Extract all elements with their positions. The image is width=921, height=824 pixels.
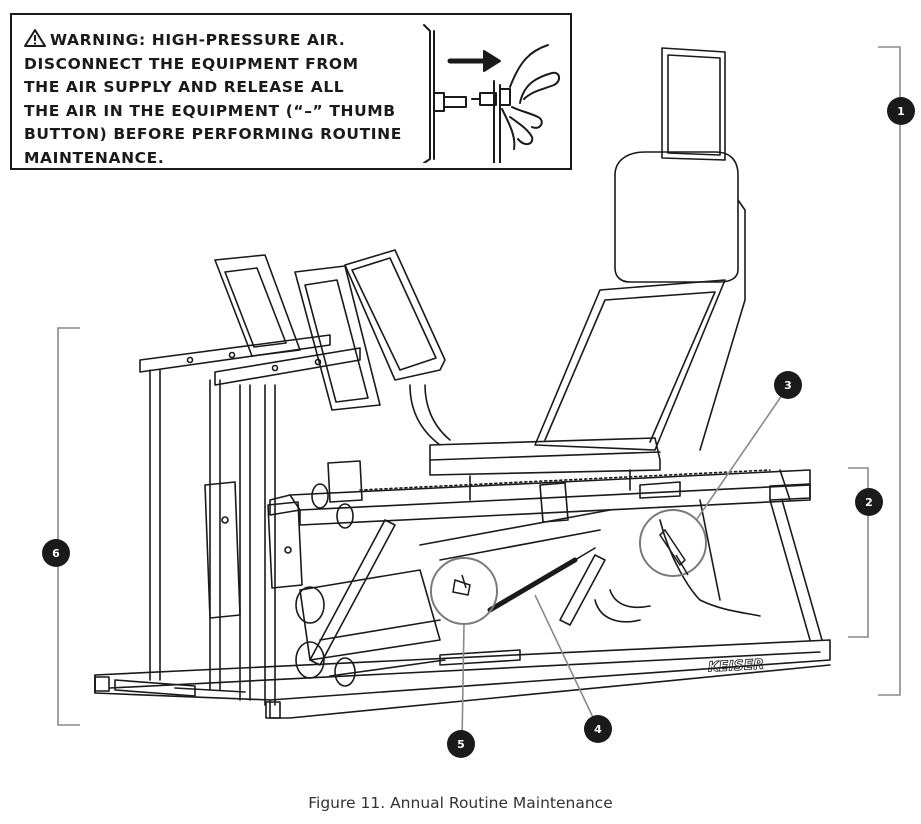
callout-4: 4 <box>584 715 612 743</box>
svg-text:6: 6 <box>52 547 60 560</box>
svg-text:4: 4 <box>594 723 602 736</box>
callout-1: 1 <box>887 97 915 125</box>
callout-leader-lines <box>461 387 788 743</box>
warning-box: WARNING: HIGH-PRESSURE AIR. DISCONNECT T… <box>10 13 572 170</box>
warning-text: WARNING: HIGH-PRESSURE AIR. DISCONNECT T… <box>24 29 402 170</box>
dimension-brackets <box>57 46 901 726</box>
callout-2: 2 <box>855 488 883 516</box>
warning-line-5: BUTTON) BEFORE PERFORMING ROUTINE <box>24 125 402 143</box>
callout-3: 3 <box>774 371 802 399</box>
machine-lines <box>94 47 831 719</box>
warning-line-3: THE AIR SUPPLY AND RELEASE ALL <box>24 78 345 96</box>
figure-caption: Figure 11. Annual Routine Maintenance <box>308 794 613 812</box>
callout-5: 5 <box>447 730 475 758</box>
svg-text:2: 2 <box>865 496 873 509</box>
magnifier-details <box>452 528 689 596</box>
warning-line-2: DISCONNECT THE EQUIPMENT FROM <box>24 54 359 73</box>
svg-text:5: 5 <box>457 738 465 751</box>
callout-6: 6 <box>42 539 70 567</box>
svg-text:1: 1 <box>897 105 905 118</box>
warning-line-1: WARNING: HIGH-PRESSURE AIR. <box>24 29 384 53</box>
warning-triangle-icon <box>24 29 46 47</box>
keiser-brand-label: KEISER <box>708 657 765 676</box>
svg-text:3: 3 <box>784 379 792 392</box>
air-disconnect-illustration <box>423 24 560 163</box>
warning-line-4: THE AIR IN THE EQUIPMENT (“–” THUMB <box>24 101 396 120</box>
detail-magnifiers <box>430 509 707 625</box>
warning-line-6: MAINTENANCE. <box>24 148 165 167</box>
